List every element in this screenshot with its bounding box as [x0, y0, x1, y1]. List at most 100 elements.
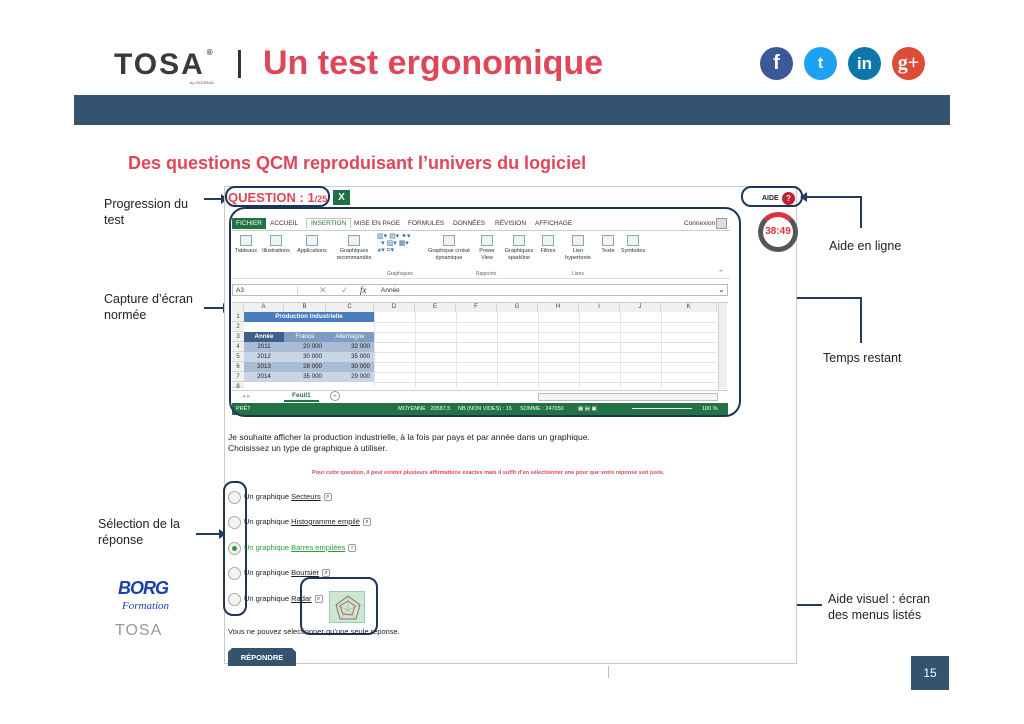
row-header[interactable]: 3	[232, 332, 244, 342]
ribbon-texte[interactable]: Texte	[598, 235, 618, 255]
aide-label[interactable]: AIDE	[762, 195, 779, 202]
vertical-scrollbar[interactable]	[718, 303, 727, 389]
row-header[interactable]: 7	[232, 372, 244, 382]
row-header[interactable]: 1	[232, 312, 244, 322]
gridline	[579, 312, 580, 388]
tab-formules[interactable]: FORMULES	[408, 220, 445, 227]
zoom-slider[interactable]	[632, 408, 692, 409]
user-icon[interactable]	[716, 218, 727, 229]
option-secteurs[interactable]: Un graphique Secteurs⌕	[244, 490, 332, 504]
select-all-corner[interactable]	[232, 303, 244, 312]
col-header[interactable]: D	[374, 303, 415, 312]
option-radio[interactable]	[228, 593, 241, 606]
name-box[interactable]: A3	[236, 287, 298, 294]
table-cell[interactable]: 29 000	[326, 372, 374, 382]
filter-icon	[542, 235, 554, 246]
tab-accueil[interactable]: ACCUEIL	[270, 220, 299, 227]
ribbon-illustrations[interactable]: Illustrations	[261, 235, 291, 255]
add-sheet-icon[interactable]: +	[330, 391, 340, 401]
table-header[interactable]: Année	[244, 332, 284, 342]
status-bar: PRÊT MOYENNE : 20587,5 NB (NON VIDES) : …	[232, 403, 728, 415]
option-radar[interactable]: Un graphique Radar⌕	[244, 592, 323, 606]
zoom-icon[interactable]: ⌕	[348, 544, 357, 553]
confirm-icon[interactable]: ✓	[341, 285, 349, 295]
ribbon-symboles[interactable]: Symboles	[620, 235, 646, 255]
facebook-icon[interactable]: f	[760, 47, 793, 80]
option-histogramme[interactable]: Un graphique Histogramme empilé⌕	[244, 515, 371, 529]
cancel-icon[interactable]: ✕	[319, 285, 327, 295]
table-cell[interactable]: 2012	[244, 352, 284, 362]
col-header[interactable]: E	[415, 303, 456, 312]
zoom-icon[interactable]: ⌕	[322, 569, 331, 578]
function-icon[interactable]: fx	[360, 285, 367, 295]
chart-type-gallery[interactable]: ▥▾ ▤▾ ✦▾◌▾ ▨▾ ▦▾◕▾ ⌗▾	[377, 233, 411, 254]
horizontal-scrollbar[interactable]	[538, 393, 718, 401]
table-cell[interactable]: 30 000	[326, 362, 374, 372]
col-header[interactable]: I	[579, 303, 620, 312]
table-cell[interactable]: 2013	[244, 362, 284, 372]
row-header[interactable]: 8	[232, 382, 244, 390]
col-header[interactable]: C	[326, 303, 374, 312]
table-cell[interactable]: 35 000	[284, 372, 326, 382]
table-header[interactable]: France	[284, 332, 326, 342]
ribbon-graphique-croise[interactable]: Graphique croisé dynamique	[424, 235, 474, 262]
ribbon-tableaux[interactable]: Tableaux	[234, 235, 258, 255]
table-cell[interactable]: 30 000	[284, 352, 326, 362]
row-header[interactable]: 5	[232, 352, 244, 362]
expand-formula-icon[interactable]: ⌄	[718, 285, 725, 294]
option-radio[interactable]	[228, 567, 241, 580]
col-header[interactable]: K	[661, 303, 717, 312]
tab-mise-en-page[interactable]: MISE EN PAGE	[354, 220, 401, 227]
col-header[interactable]: H	[538, 303, 579, 312]
table-cell[interactable]: 28 000	[284, 362, 326, 372]
tab-insertion[interactable]: INSERTION	[306, 218, 352, 228]
col-header[interactable]: A	[244, 303, 284, 312]
zoom-icon[interactable]: ⌕	[314, 595, 323, 604]
sheet-tab[interactable]: Feuil1	[284, 391, 319, 402]
googleplus-icon[interactable]: g+	[892, 47, 925, 80]
submit-button[interactable]: RÉPONDRE	[228, 648, 296, 666]
zoom-icon[interactable]: ⌕	[362, 518, 371, 527]
help-icon[interactable]: ?	[782, 192, 795, 205]
row-header[interactable]: 4	[232, 342, 244, 352]
col-header[interactable]: J	[620, 303, 661, 312]
tab-revision[interactable]: RÉVISION	[495, 220, 527, 227]
row-header[interactable]: 2	[232, 322, 244, 332]
ribbon-graphiques-recommandes[interactable]: Graphiques recommandés	[334, 235, 374, 262]
table-title[interactable]: Production industrielle	[244, 312, 374, 322]
option-radio[interactable]	[228, 491, 241, 504]
gridline	[374, 312, 375, 388]
option-radio[interactable]	[228, 516, 241, 529]
row-header[interactable]: 6	[232, 362, 244, 372]
col-header[interactable]: G	[497, 303, 538, 312]
tab-fichier[interactable]: FICHIER	[232, 218, 266, 229]
formula-input[interactable]: Année	[381, 287, 400, 294]
option-boursier[interactable]: Un graphique Boursier⌕	[244, 566, 331, 580]
sheet-nav-icon[interactable]: ◂ ▸	[242, 393, 251, 400]
ribbon-sparkline[interactable]: Graphiques sparkline	[502, 235, 536, 262]
table-cell[interactable]: 32 000	[326, 342, 374, 352]
ribbon-lien[interactable]: Lien hypertexte	[560, 235, 596, 262]
option-radio-selected[interactable]	[228, 542, 241, 555]
view-buttons[interactable]: ▦ ▤ ▣	[578, 406, 597, 412]
radar-preview-thumbnail[interactable]	[329, 591, 365, 623]
collapse-ribbon-icon[interactable]: ⌃	[718, 270, 724, 277]
ribbon-filtres[interactable]: Filtres	[538, 235, 558, 255]
option-barres-empilees[interactable]: Un graphique Barres empilées⌕	[244, 541, 357, 555]
ribbon-applications[interactable]: Applications	[295, 235, 329, 255]
tab-affichage[interactable]: AFFICHAGE	[535, 220, 573, 227]
ribbon-power-view[interactable]: Power View	[476, 235, 498, 262]
table-header[interactable]: Allemagne	[326, 332, 374, 342]
col-header[interactable]: B	[284, 303, 326, 312]
twitter-icon[interactable]: t	[804, 47, 837, 80]
table-cell[interactable]: 35 000	[326, 352, 374, 362]
zoom-icon[interactable]: ⌕	[323, 493, 332, 502]
tab-donnees[interactable]: DONNÉES	[453, 220, 486, 227]
linkedin-icon[interactable]: in	[848, 47, 881, 80]
table-cell[interactable]: 20 000	[284, 342, 326, 352]
spreadsheet-grid[interactable]: A B C D E F G H I J K 1 2 3 4 5 6 7 8 Pr…	[232, 302, 728, 390]
table-cell[interactable]: 2011	[244, 342, 284, 352]
col-header[interactable]: F	[456, 303, 497, 312]
table-cell[interactable]: 2014	[244, 372, 284, 382]
connexion-link[interactable]: Connexion	[684, 220, 716, 227]
